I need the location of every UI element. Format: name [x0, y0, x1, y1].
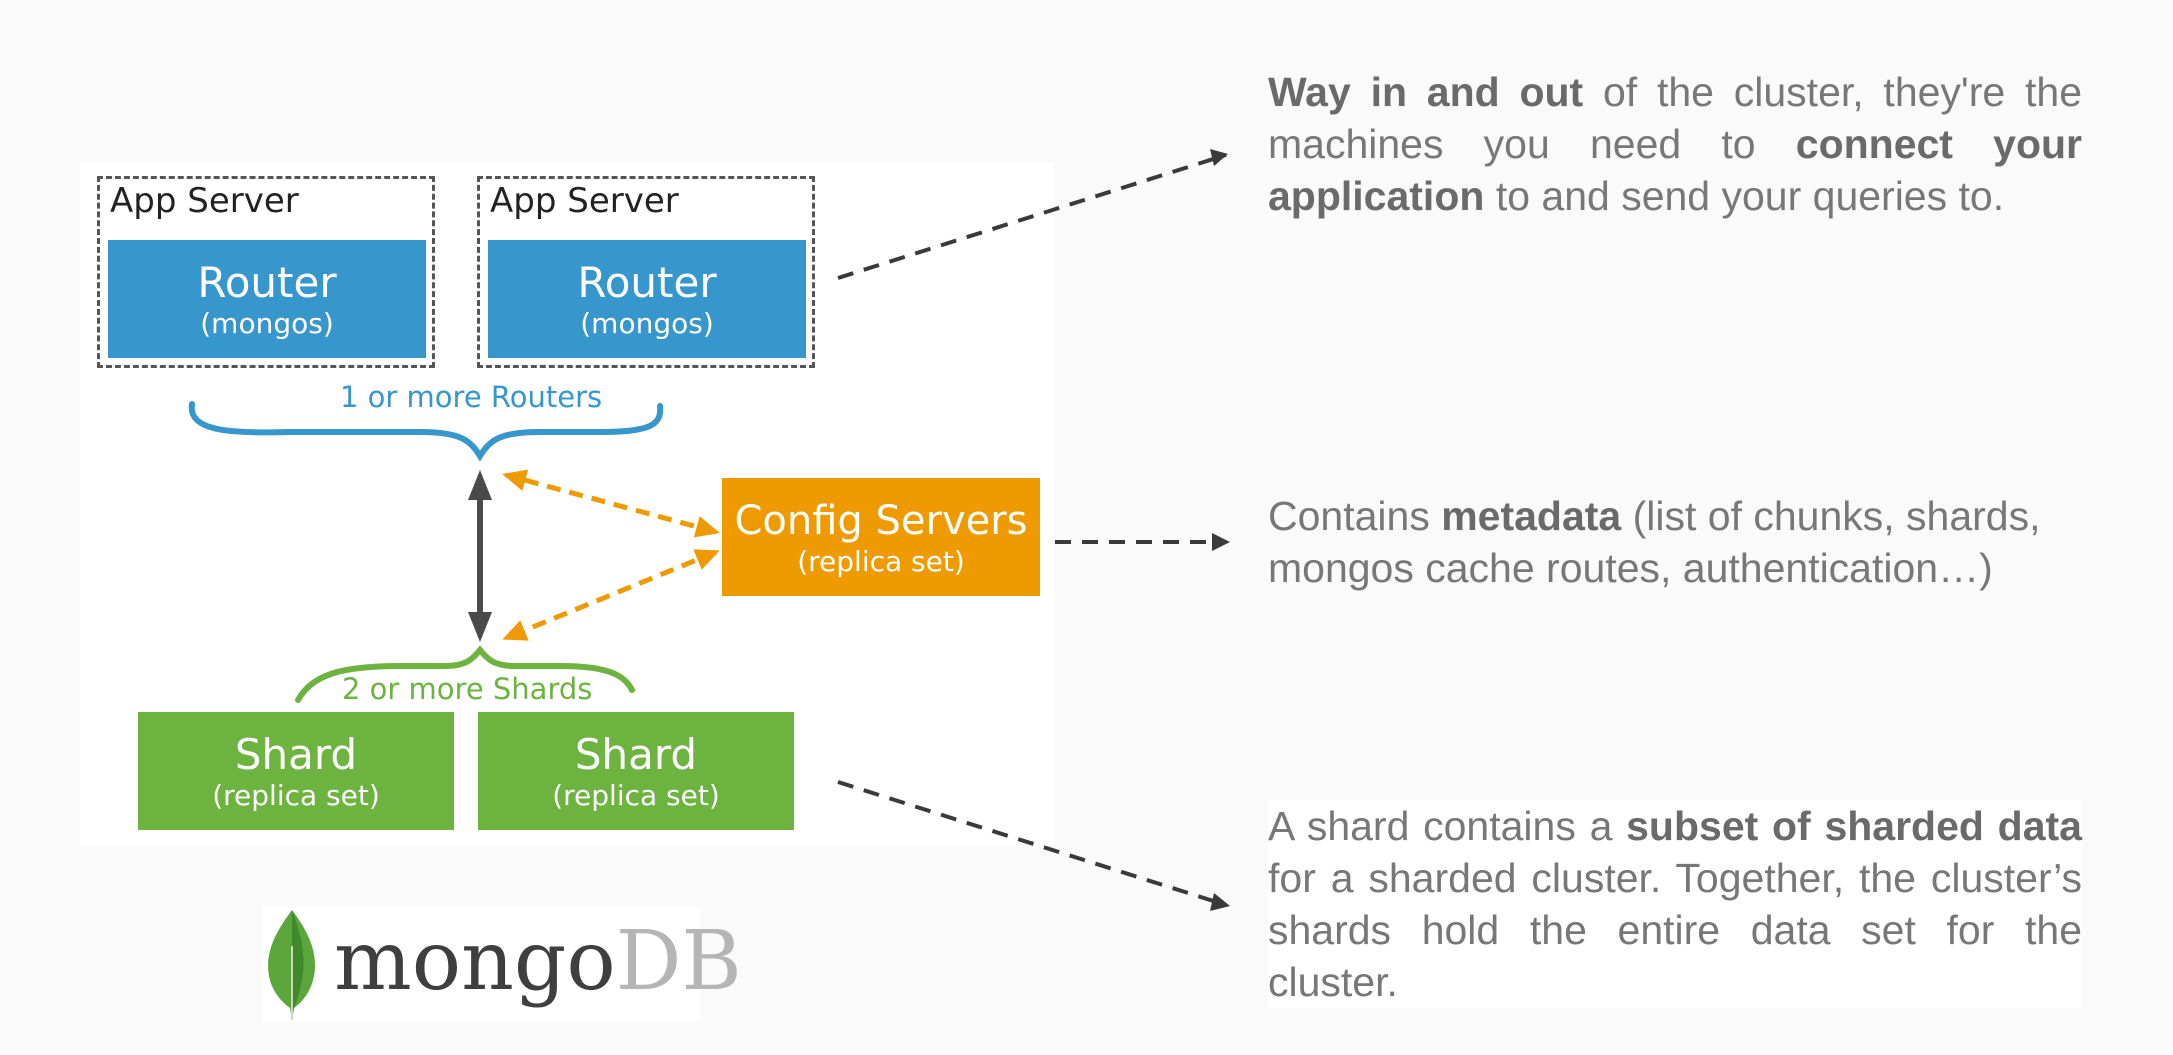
- config-desc-bold-1: metadata: [1441, 493, 1622, 539]
- mongodb-logo: mongoDB: [262, 906, 742, 1022]
- config-desc-text-1: Contains: [1268, 493, 1442, 539]
- pointer-arrowhead-shards: [1210, 893, 1230, 911]
- shards-desc-bold-1: subset of sharded data: [1626, 803, 2082, 849]
- config-subtitle: (replica set): [797, 545, 965, 578]
- logo-db-text: DB: [615, 914, 742, 1009]
- shards-desc-text-2: for a sharded cluster. Together, the clu…: [1268, 855, 2082, 1005]
- shard-subtitle: (replica set): [552, 779, 720, 812]
- routers-brace: [188, 401, 664, 462]
- config-title: Config Servers: [734, 498, 1028, 544]
- arrow-down-head: [468, 612, 492, 642]
- leaf-icon: [268, 910, 316, 1020]
- router-box-2: Router (mongos): [488, 240, 806, 358]
- pointer-arrowhead-config: [1212, 533, 1230, 551]
- routers-count-label: 1 or more Routers: [340, 380, 603, 414]
- shard-title: Shard: [234, 730, 358, 779]
- pointer-arrow-shards: [837, 780, 1227, 907]
- router-box-1: Router (mongos): [108, 240, 426, 358]
- logo-wordmark: mongoDB: [334, 912, 742, 1012]
- config-router-arrow: [502, 469, 720, 538]
- config-shard-arrow: [502, 549, 720, 641]
- shards-count-label: 2 or more Shards: [342, 672, 593, 706]
- router-subtitle: (mongos): [200, 307, 334, 340]
- router-title: Router: [577, 258, 717, 307]
- pointer-arrow-routers: [837, 153, 1227, 280]
- shard-subtitle: (replica set): [212, 779, 380, 812]
- shards-brace: [295, 645, 635, 703]
- routers-desc-bold-2: connect your application: [1268, 121, 2082, 219]
- config-servers-box: Config Servers (replica set): [722, 478, 1040, 596]
- router-subtitle: (mongos): [580, 307, 714, 340]
- routers-desc-text-1: of the cluster, they're the machines you…: [1268, 69, 2082, 167]
- arrow-up-head: [468, 470, 492, 500]
- logo-mongo-text: mongo: [334, 914, 616, 1009]
- shards-desc-text-1: A shard contains a: [1268, 803, 1627, 849]
- config-desc-text-2: (list of chunks, shards, mongos cache ro…: [1268, 493, 2041, 591]
- routers-desc-bold-1: Way in and out: [1268, 69, 1584, 115]
- pointer-arrowhead-routers: [1210, 149, 1228, 166]
- routers-description: Way in and out of the cluster, they're t…: [1268, 66, 2082, 222]
- shard-box-1: Shard (replica set): [138, 712, 454, 830]
- routers-desc-text-2: to and send your queries to.: [1484, 173, 2005, 219]
- app-server-label: App Server: [110, 181, 299, 221]
- shard-title: Shard: [574, 730, 698, 779]
- shards-description: A shard contains a subset of sharded dat…: [1268, 800, 2082, 1008]
- router-title: Router: [197, 258, 337, 307]
- shard-box-2: Shard (replica set): [478, 712, 794, 830]
- app-server-label: App Server: [490, 181, 679, 221]
- config-description: Contains metadata (list of chunks, shard…: [1268, 490, 2082, 594]
